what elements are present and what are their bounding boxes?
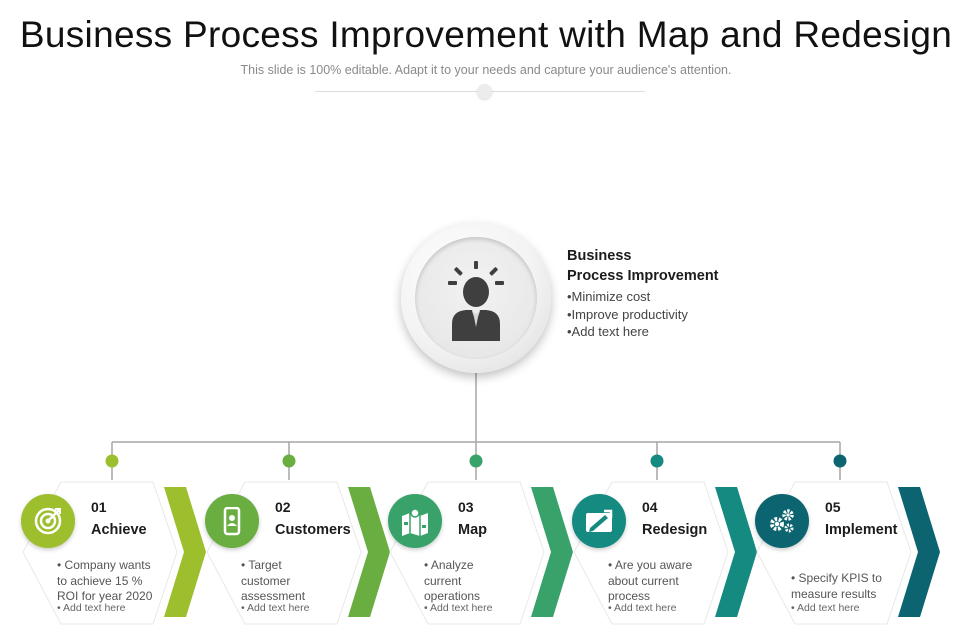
gears-icon xyxy=(770,509,794,533)
hub-heading-line2: Process Improvement xyxy=(567,268,719,284)
step-label: Implement xyxy=(825,522,898,538)
step-number: 01 xyxy=(91,499,107,515)
step-label: Map xyxy=(458,522,487,538)
hub-circle xyxy=(401,223,551,373)
redesign-icon xyxy=(586,509,613,532)
step-description-line: measure results xyxy=(791,586,877,601)
chevron-arrow xyxy=(164,487,206,617)
step-description-line: assessment xyxy=(241,589,306,603)
step-icon-circle xyxy=(572,494,626,548)
chevron-arrow xyxy=(531,487,573,617)
step-description-line: • Specify KPIS to xyxy=(791,571,882,585)
hub-bullet-list: •Minimize cost •Improve productivity •Ad… xyxy=(567,288,719,341)
step-description-line: • Analyze xyxy=(424,558,474,572)
step-description-line: • Are you aware xyxy=(608,558,693,572)
step-icon-circle xyxy=(21,494,75,548)
hub-heading: Business Process Improvement xyxy=(567,246,719,286)
connector-dot xyxy=(282,454,296,468)
step-number: 04 xyxy=(642,499,658,515)
step-number: 03 xyxy=(458,499,474,515)
hub-heading-line1: Business xyxy=(567,248,632,264)
step-note: • Add text here xyxy=(608,602,677,614)
chevron-arrow xyxy=(348,487,390,617)
connector-dot xyxy=(105,454,119,468)
step-icon-circle xyxy=(755,494,809,548)
hub-bullet: •Improve productivity xyxy=(567,306,688,322)
step-description-line: ROI for year 2020 xyxy=(57,589,153,603)
step-description-line: process xyxy=(608,589,651,603)
divider-dot xyxy=(477,84,492,99)
step-note: • Add text here xyxy=(424,602,493,614)
hub-inner-circle xyxy=(415,237,537,359)
step-description-line: operations xyxy=(424,589,481,603)
target-icon xyxy=(34,507,62,535)
step-note: • Add text here xyxy=(241,602,310,614)
hub-bullet: •Add text here xyxy=(567,324,649,339)
step-icon-circle xyxy=(388,494,442,548)
slide-title: Business Process Improvement with Map an… xyxy=(19,14,953,55)
connector-dot xyxy=(650,454,664,468)
connector-dot xyxy=(833,454,847,468)
connector-dot xyxy=(469,454,483,468)
step-label: Customers xyxy=(275,522,351,538)
person-idea-icon xyxy=(448,261,504,341)
hub-text-block: Business Process Improvement •Minimize c… xyxy=(567,246,719,341)
step-note: • Add text here xyxy=(791,602,860,614)
step-label: Achieve xyxy=(91,522,147,538)
mobile-user-icon xyxy=(223,507,241,536)
step-description-line: customer xyxy=(241,573,291,588)
step-note: • Add text here xyxy=(57,602,126,614)
slide-subtitle: This slide is 100% editable. Adapt it to… xyxy=(240,63,732,77)
chevron-arrow xyxy=(898,487,940,617)
step-description-line: about current xyxy=(608,573,679,588)
step-description-line: • Target xyxy=(241,558,282,572)
step-description-line: to achieve 15 % xyxy=(57,573,143,588)
hub-bullet: •Minimize cost xyxy=(567,289,651,304)
step-number: 02 xyxy=(275,499,291,515)
chevron-arrow xyxy=(715,487,757,617)
step-description-line: • Company wants xyxy=(57,558,151,572)
step-icon-circle xyxy=(205,494,259,548)
step-label: Redesign xyxy=(642,522,708,538)
step-description-line: current xyxy=(424,573,462,588)
step-number: 05 xyxy=(825,499,841,515)
map-icon xyxy=(402,508,428,536)
